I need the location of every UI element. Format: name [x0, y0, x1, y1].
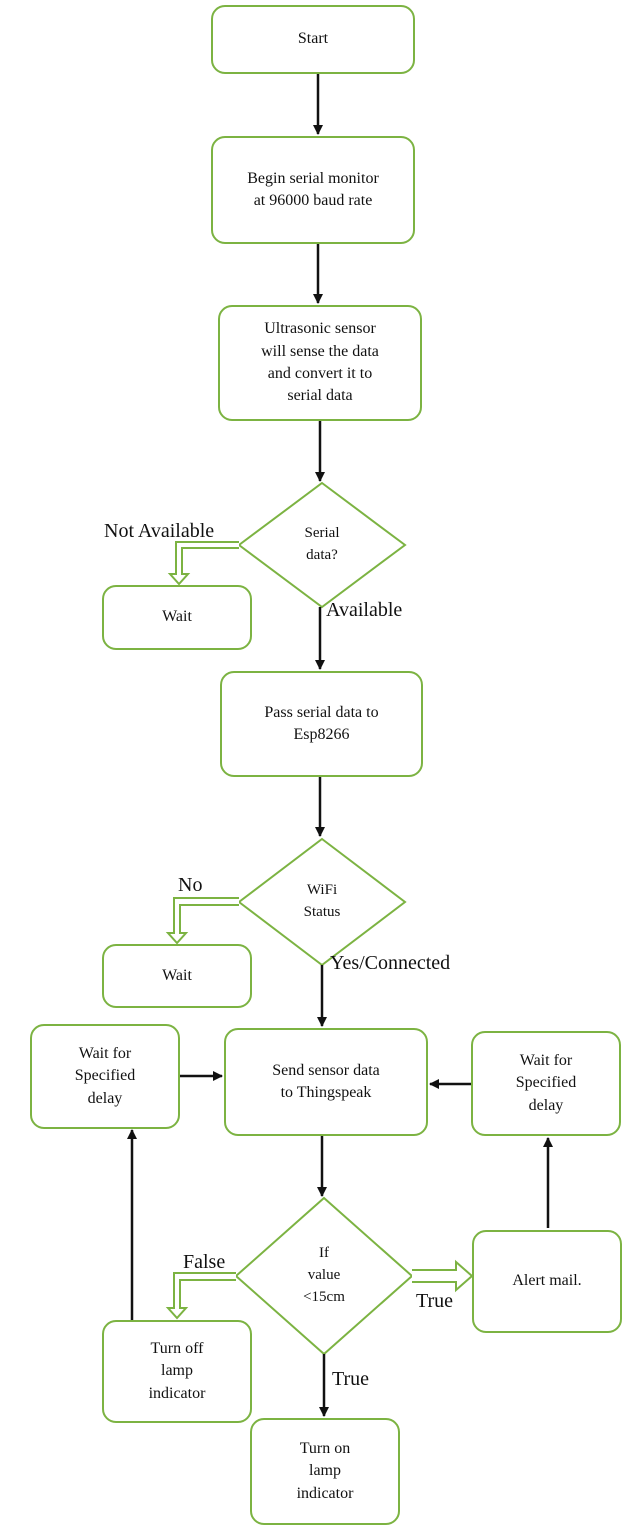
ultrasonic-sensor-box: Ultrasonic sensor will sense the data an… [218, 305, 422, 421]
ultrasonic-line-2: will sense the data [261, 342, 379, 360]
wait-delay-left-box: Wait for Specified delay [30, 1024, 180, 1129]
lamp-off-line-3: indicator [148, 1384, 206, 1402]
send-data-line-1: Send sensor data [272, 1061, 380, 1079]
hollow-arrow-true-right [412, 1259, 474, 1293]
value-decision-line-3: <15cm [303, 1288, 345, 1305]
wait-left-line-1: Wait for [78, 1044, 132, 1062]
value-decision-line-1: If [318, 1245, 329, 1262]
hollow-arrow-no [165, 897, 239, 945]
value-decision-line-2: value [307, 1267, 341, 1284]
start-node: Start [211, 5, 415, 74]
edge-label-true-down: True [332, 1368, 370, 1390]
pass-serial-line-1: Pass serial data to [264, 703, 379, 721]
lamp-off-line-2: lamp [161, 1362, 193, 1380]
start-node-label: Start [297, 30, 329, 48]
lamp-on-line-3: indicator [296, 1484, 354, 1502]
lamp-on-line-1: Turn on [299, 1439, 351, 1457]
wait-right-line-2: Specified [515, 1074, 577, 1092]
lamp-on-line-2: lamp [309, 1462, 341, 1480]
decision-diamond-serial [237, 481, 407, 609]
serial-decision-line-2: data? [306, 547, 338, 563]
lamp-off-box: Turn off lamp indicator [102, 1320, 252, 1423]
send-data-box: Send sensor data to Thingspeak [224, 1028, 428, 1136]
edge-label-false: False [183, 1251, 226, 1273]
lamp-off-line-1: Turn off [150, 1339, 204, 1357]
edge-label-not-available: Not Available [104, 520, 215, 542]
wait-box-2: Wait [102, 944, 252, 1008]
edge-label-true-right: True [416, 1290, 454, 1312]
ultrasonic-line-4: serial data [287, 387, 353, 405]
edge-label-available: Available [326, 599, 403, 621]
pass-serial-box: Pass serial data to Esp8266 [220, 671, 423, 777]
ultrasonic-line-3: and convert it to [267, 365, 373, 382]
edge-label-no: No [178, 874, 203, 896]
send-data-line-2: to Thingspeak [280, 1084, 372, 1101]
wait-right-line-1: Wait for [519, 1051, 573, 1069]
wait-right-line-3: delay [528, 1096, 564, 1114]
wait-box-1: Wait [102, 585, 252, 650]
edge-label-yes-connected: Yes/Connected [330, 952, 451, 974]
begin-serial-line-1: Begin serial monitor [247, 169, 379, 187]
wait-delay-right-box: Wait for Specified delay [471, 1031, 621, 1136]
wait-left-line-3: delay [87, 1089, 123, 1107]
begin-serial-line-2: at 96000 baud rate [253, 192, 373, 209]
value-decision-label: If value <15cm [284, 1240, 364, 1312]
wifi-decision-line-2: Status [303, 904, 341, 920]
hollow-arrow-not-available [167, 541, 239, 586]
wait-box-1-label: Wait [162, 608, 192, 626]
begin-serial-box: Begin serial monitor at 96000 baud rate [211, 136, 415, 244]
pass-serial-line-2: Esp8266 [293, 726, 350, 743]
lamp-on-box: Turn on lamp indicator [250, 1418, 400, 1525]
ultrasonic-line-1: Ultrasonic sensor [264, 320, 376, 338]
serial-decision-line-1: Serial [304, 525, 340, 542]
wait-left-line-2: Specified [74, 1067, 136, 1085]
alert-mail-box: Alert mail. [472, 1230, 622, 1333]
wifi-decision-label: WiFi Status [282, 877, 362, 927]
alert-mail-label: Alert mail. [512, 1272, 582, 1290]
wait-box-2-label: Wait [162, 966, 192, 984]
serial-decision-label: Serial data? [282, 520, 362, 570]
hollow-arrow-false [165, 1272, 236, 1320]
wifi-decision-line-1: WiFi [306, 882, 338, 899]
